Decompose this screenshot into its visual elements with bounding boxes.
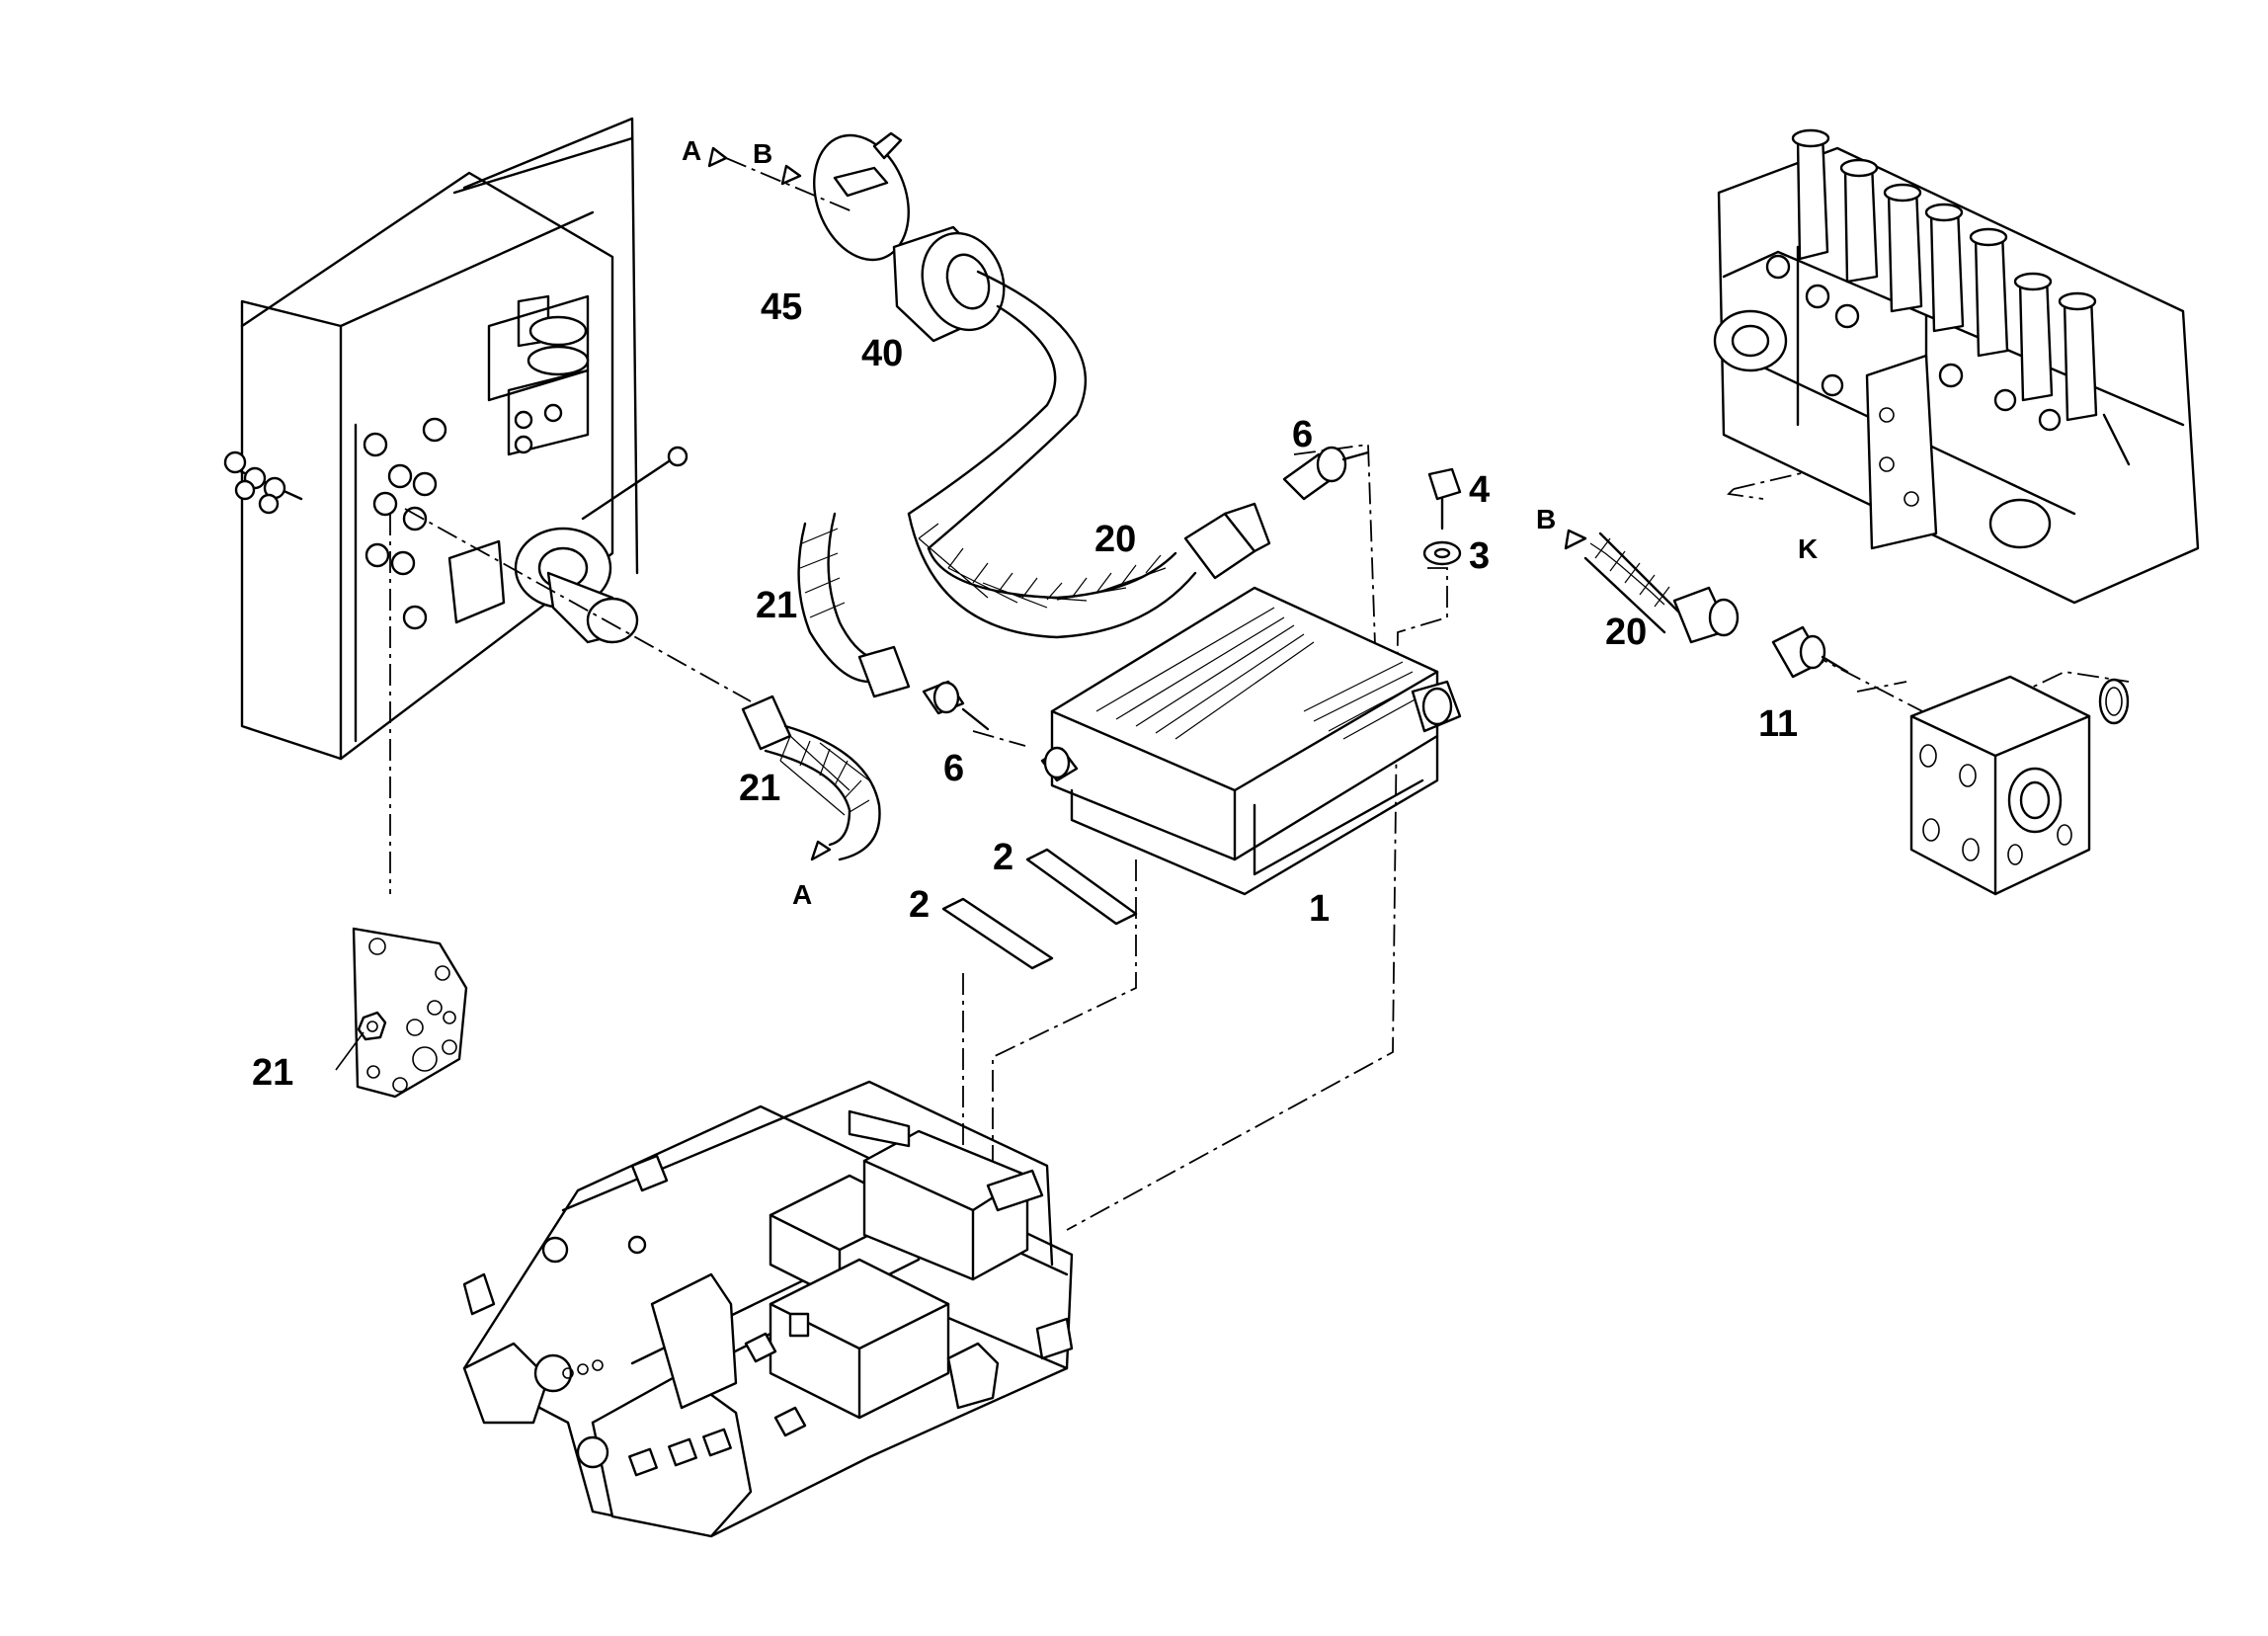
protective-sleeve [892,225,1006,343]
hose-21-upper [797,512,990,731]
ref-a-top: A [682,135,701,166]
ref-b-right: B [1536,504,1556,534]
callout-6-top: 6 [1292,414,1313,455]
callout-21-hose-upper: 21 [756,585,797,626]
sensor-right [1771,625,1849,679]
callout-2-upper: 2 [993,837,1013,878]
bolt-and-washer [1422,467,1462,566]
callout-4: 4 [1469,469,1490,511]
callout-21-hose-lower: 21 [739,768,780,809]
callout-6-mid: 6 [943,748,964,789]
callout-40: 40 [861,333,903,374]
callout-2-lower: 2 [909,884,930,926]
ref-b-top: B [753,138,772,169]
callout-labels: 45 40 6 20 21 6 21 4 3 2 2 1 21 20 11 [252,286,1798,1094]
callout-20-right: 20 [1605,612,1647,653]
callout-1: 1 [1309,888,1330,930]
ref-k: K [1798,533,1818,564]
hose-upper [907,270,1271,639]
mounting-plate [352,927,468,1099]
adapter-block [1909,675,2130,896]
callout-45: 45 [761,286,802,328]
control-valve-block [1713,128,2200,605]
reference-letters: A B A B K [682,135,1818,910]
callout-20-mid: 20 [1094,519,1136,560]
hose-clamp [813,131,910,262]
leader-lines [335,1031,364,1071]
cab-control-panel [223,117,688,761]
oil-cooler [1040,586,1462,896]
frame-chassis [462,1080,1074,1538]
callout-11: 11 [1758,703,1798,745]
callout-3: 3 [1469,535,1490,577]
ref-a-bottom: A [792,879,812,910]
hose-21-lower [741,695,881,861]
reference-arrows [707,146,1587,861]
hose-20-right [1583,532,1740,644]
sensor-upper [1282,446,1370,501]
callout-21-plate: 21 [252,1052,293,1094]
rubber-strips [941,848,1138,970]
